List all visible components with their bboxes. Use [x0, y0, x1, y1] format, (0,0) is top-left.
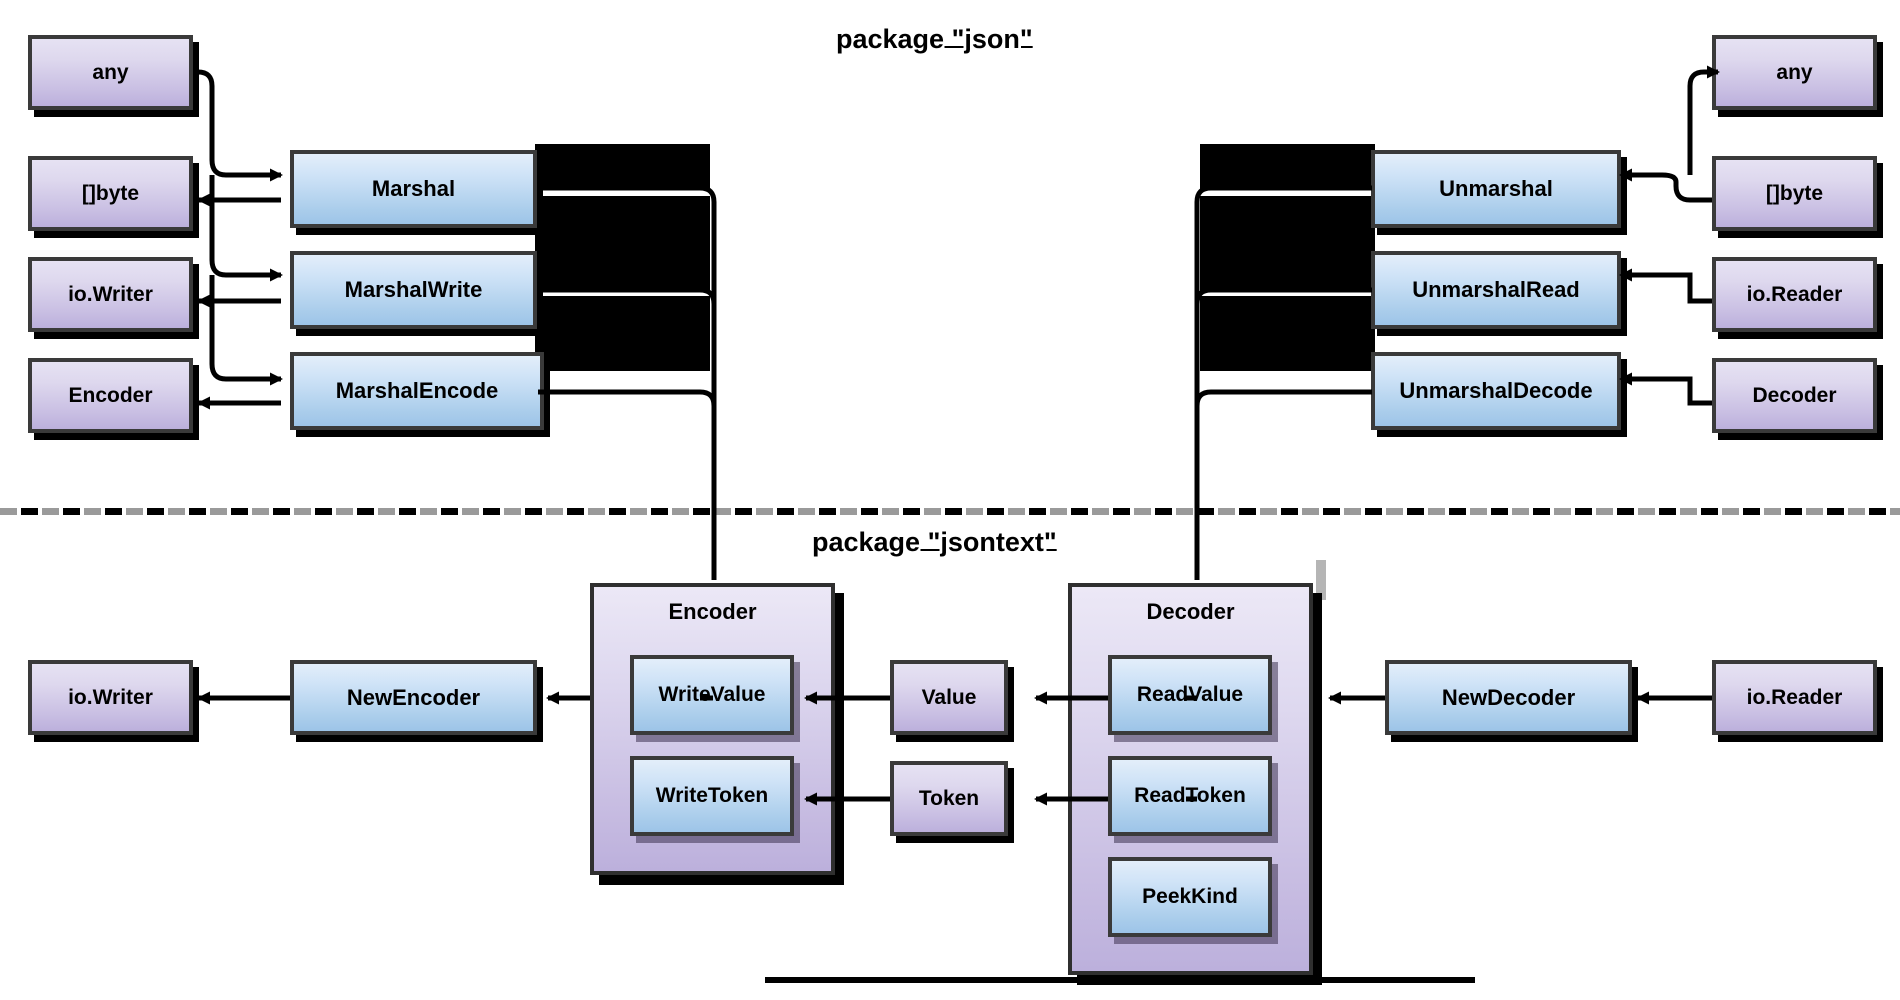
type-box-iowriter-bottom[interactable]: io.Writer: [28, 660, 193, 735]
type-box-any-left[interactable]: any: [28, 35, 193, 110]
func-box-unmarshal[interactable]: Unmarshal: [1371, 150, 1621, 228]
type-label: Value: [921, 685, 977, 709]
type-label: []byte: [81, 181, 140, 205]
func-box-unmarshaldecode[interactable]: UnmarshalDecode: [1371, 352, 1621, 430]
method-label: WriteToken: [655, 784, 769, 807]
func-box-marshal[interactable]: Marshal: [290, 150, 537, 228]
func-box-newencoder[interactable]: NewEncoder: [290, 660, 537, 735]
func-label: UnmarshalRead: [1412, 277, 1580, 302]
type-box-token[interactable]: Token: [890, 761, 1008, 836]
method-label: PeekKind: [1142, 885, 1238, 908]
type-label: io.Reader: [1746, 282, 1843, 306]
type-box-ioreader-right[interactable]: io.Reader: [1712, 257, 1877, 332]
struct-encoder-title: Encoder: [668, 599, 757, 624]
type-label: io.Writer: [68, 282, 153, 306]
type-box-bytes-right[interactable]: []byte: [1712, 156, 1877, 231]
func-label: NewEncoder: [346, 684, 481, 710]
package-json-title: package "json": [836, 24, 1033, 54]
type-label: io.Writer: [68, 685, 153, 709]
method-box-writevalue[interactable]: WriteValue: [630, 655, 794, 735]
render-artifact-left-1: [535, 144, 710, 189]
type-label: Encoder: [68, 383, 153, 407]
type-label: Token: [918, 786, 980, 810]
type-box-any-right[interactable]: any: [1712, 35, 1877, 110]
type-label: []byte: [1765, 181, 1824, 205]
func-box-newdecoder[interactable]: NewDecoder: [1385, 660, 1632, 735]
bottom-rule: [765, 977, 1475, 983]
func-label: NewDecoder: [1441, 684, 1576, 710]
render-artifact-right-2: [1200, 196, 1375, 291]
type-box-iowriter-left[interactable]: io.Writer: [28, 257, 193, 332]
func-label: Unmarshal: [1439, 176, 1553, 201]
package-divider: [0, 508, 1900, 515]
func-box-marshalwrite[interactable]: MarshalWrite: [290, 251, 537, 329]
package-jsontext-title: package "jsontext": [812, 527, 1057, 557]
method-box-peekkind[interactable]: PeekKind: [1108, 857, 1272, 937]
method-box-writetoken[interactable]: WriteToken: [630, 756, 794, 836]
type-box-ioreader-bottom[interactable]: io.Reader: [1712, 660, 1877, 735]
func-label: MarshalWrite: [344, 277, 483, 302]
type-label: any: [1776, 60, 1813, 84]
func-box-marshalencode[interactable]: MarshalEncode: [290, 352, 544, 430]
type-box-bytes-left[interactable]: []byte: [28, 156, 193, 231]
method-label: WriteValue: [658, 683, 766, 706]
func-box-unmarshalread[interactable]: UnmarshalRead: [1371, 251, 1621, 329]
func-label: UnmarshalDecode: [1399, 378, 1593, 403]
method-label: ReadToken: [1134, 784, 1246, 807]
render-artifact-right-1: [1200, 144, 1375, 189]
method-box-readtoken[interactable]: ReadToken: [1108, 756, 1272, 836]
method-box-readvalue[interactable]: ReadValue: [1108, 655, 1272, 735]
type-box-decoder-right[interactable]: Decoder: [1712, 358, 1877, 433]
func-label: MarshalEncode: [335, 378, 499, 403]
render-artifact-left-3: [535, 296, 710, 371]
decoder-top-marker: [1316, 560, 1326, 600]
type-box-value[interactable]: Value: [890, 660, 1008, 735]
type-label: Decoder: [1752, 383, 1837, 407]
render-artifact-right-3: [1200, 296, 1375, 371]
type-label: any: [92, 60, 129, 84]
type-label: io.Reader: [1746, 685, 1843, 709]
render-artifact-left-2: [535, 196, 710, 291]
type-box-encoder-left[interactable]: Encoder: [28, 358, 193, 433]
func-label: Marshal: [371, 176, 456, 201]
struct-decoder-title: Decoder: [1146, 599, 1235, 624]
method-label: ReadValue: [1136, 683, 1244, 706]
